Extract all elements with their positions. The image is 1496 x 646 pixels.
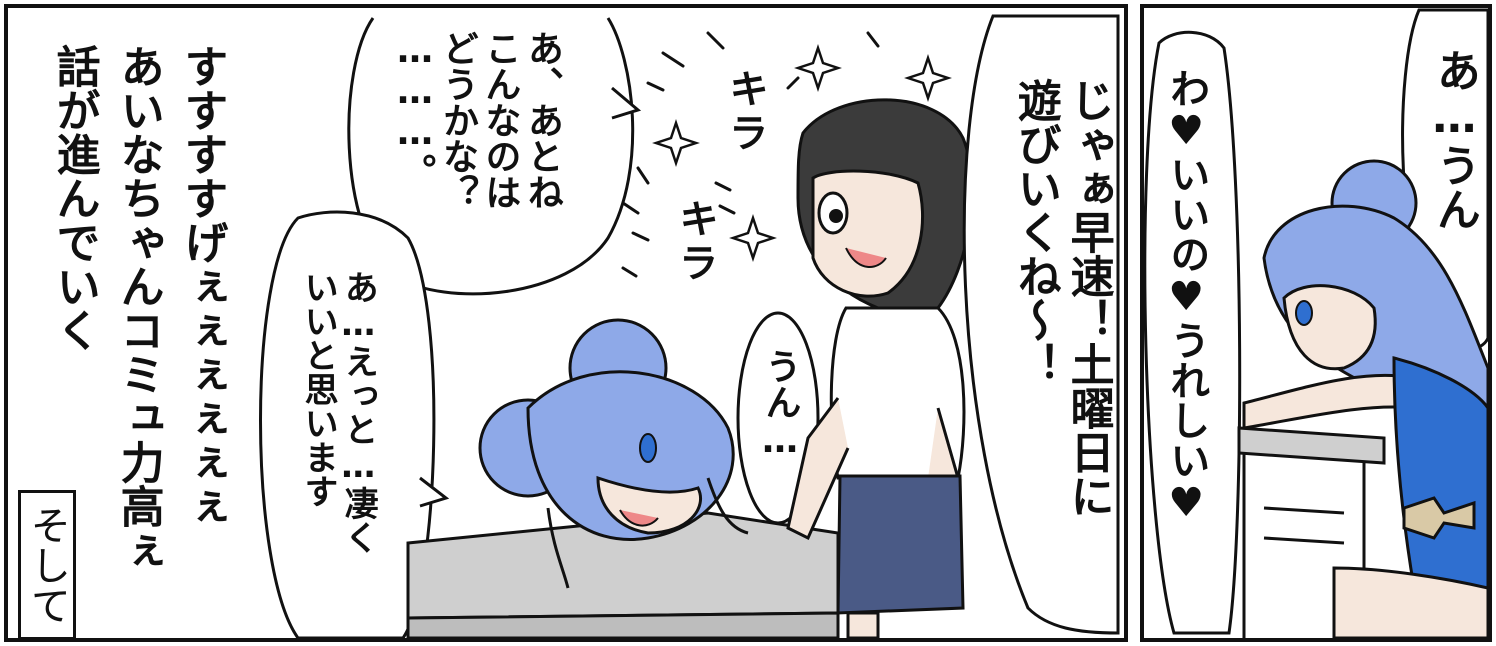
sfx-kira-2: キラ xyxy=(672,198,718,286)
sparkle-1 xyxy=(794,44,842,92)
sparkle-2 xyxy=(904,54,952,102)
caption-box-soshite: そして xyxy=(18,490,76,638)
narration-line-3: 話が進んでいく xyxy=(48,44,100,352)
narration-line-2: あいなちゃんコミュ力高ぇ xyxy=(112,44,164,572)
bubble-text-ano: あ、あとね こんなのは どうかな？ ………。 xyxy=(394,30,563,210)
sparkle-4 xyxy=(729,214,777,262)
narration-line-1: すすすすげぇぇぇぇぇぇ xyxy=(176,44,228,528)
caption-box-text: そして xyxy=(24,505,70,625)
bubble-outline-waii xyxy=(1144,30,1242,635)
bubble-outline-ano xyxy=(347,17,635,296)
bubble-outline-jaa xyxy=(962,14,1120,635)
bubble-text-etto: あ…えっと…凄く いいと思います xyxy=(298,270,379,554)
sparkle-3 xyxy=(652,119,700,167)
comic-panel-left: すすすすげぇぇぇぇぇぇ あいなちゃんコミュ力高ぇ 話が進んでいく そして あ、あ… xyxy=(4,4,1128,642)
bubble-text-waii: わ♥いいの♥うれしい♥ xyxy=(1163,68,1210,526)
sfx-kira-1: キラ xyxy=(722,68,768,156)
bow xyxy=(1402,496,1476,540)
comic-panel-right: あ…うん わ♥いいの♥うれしい♥ xyxy=(1140,4,1492,642)
bubble-outline-un xyxy=(736,311,820,525)
panel-left-artwork xyxy=(259,14,1120,638)
panel-right-artwork xyxy=(1144,8,1488,638)
bubble-text-un: うん… xyxy=(759,348,801,461)
bubble-text-jaa: じゃぁ早速！土曜日に 遊びいくね〜！ xyxy=(1009,78,1114,518)
bubble-text-aun: あ…うん xyxy=(1428,48,1480,231)
